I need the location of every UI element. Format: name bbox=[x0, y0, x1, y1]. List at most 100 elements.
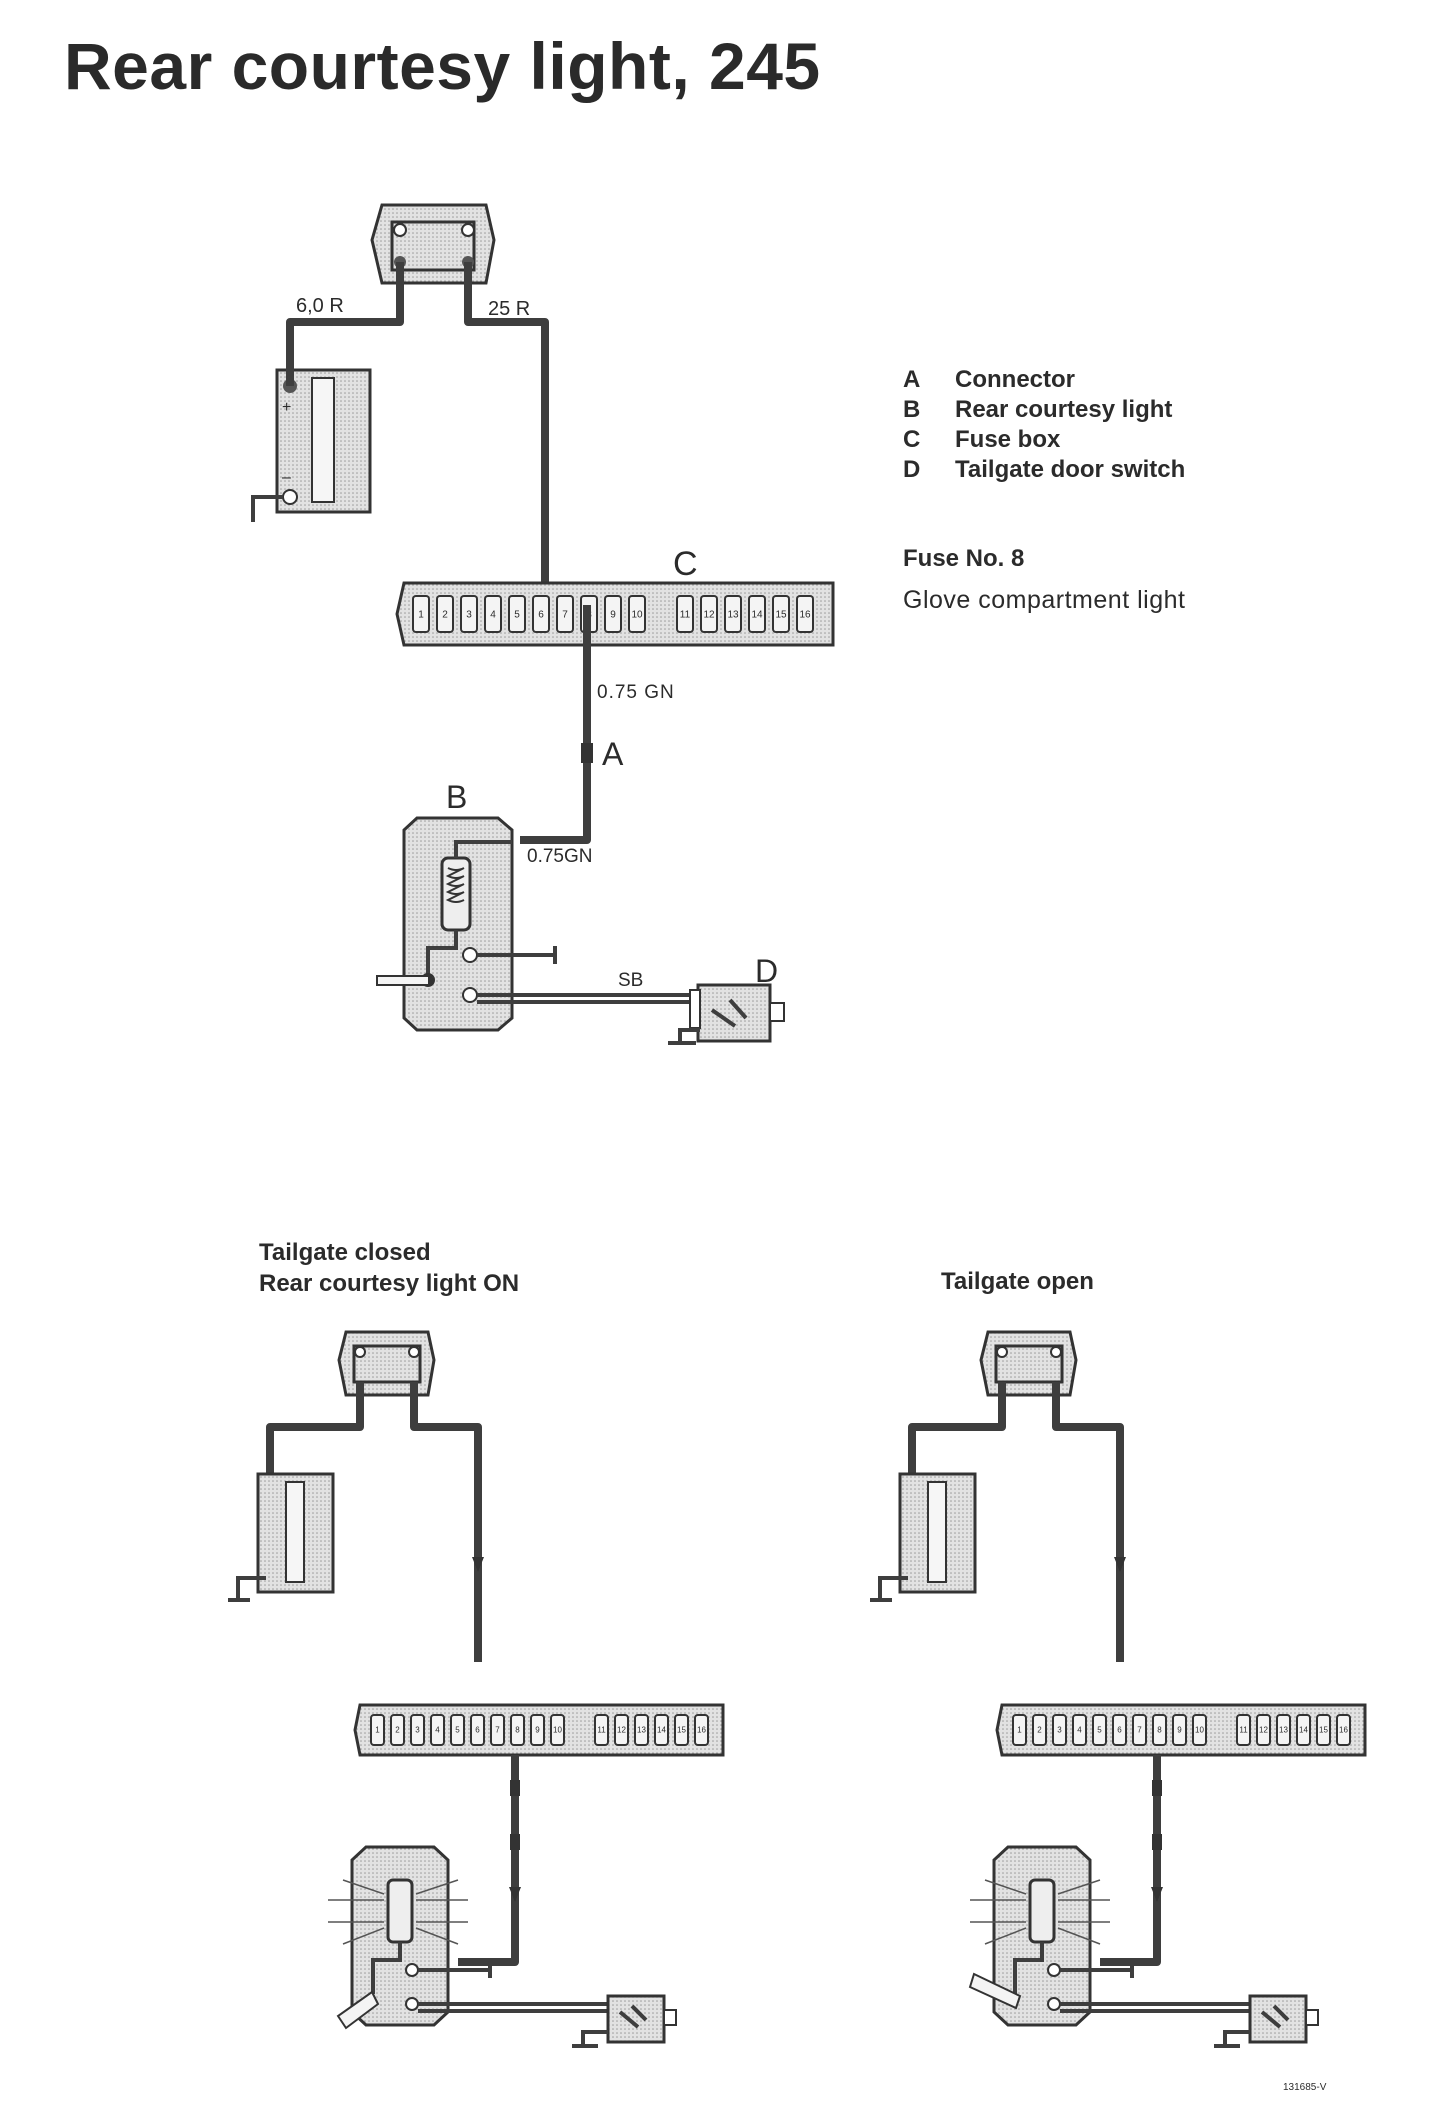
fuse-slot bbox=[614, 1714, 629, 1746]
fuse-slot bbox=[724, 595, 742, 633]
fuse-slot bbox=[508, 595, 526, 633]
fuse-slot bbox=[1172, 1714, 1187, 1746]
battery: + – bbox=[251, 368, 372, 522]
fuse-slot bbox=[550, 1714, 565, 1746]
fuse-number-label: 8 bbox=[515, 1726, 520, 1735]
fuse-number-label: 10 bbox=[1195, 1726, 1204, 1735]
fuse-slot bbox=[700, 595, 718, 633]
fuse-number-label: 9 bbox=[535, 1726, 540, 1735]
caption-tailgate-open: Tailgate open bbox=[941, 1268, 1094, 1295]
fuse-number-label: 13 bbox=[637, 1726, 646, 1735]
fuse-number-label: 12 bbox=[617, 1726, 626, 1735]
fuse-slot bbox=[1152, 1714, 1167, 1746]
fuse-slot bbox=[694, 1714, 709, 1746]
fuse-number-label: 1 bbox=[1017, 1726, 1022, 1735]
fuse-number-label: 16 bbox=[1339, 1726, 1348, 1735]
fuse-slot bbox=[1032, 1714, 1047, 1746]
fuse-number-label: 2 bbox=[1037, 1726, 1042, 1735]
fuse-number-label: 9 bbox=[1177, 1726, 1182, 1735]
legend-label: Connector bbox=[955, 366, 1075, 393]
fuse-slot bbox=[1256, 1714, 1271, 1746]
fuse-slot bbox=[674, 1714, 689, 1746]
legend-item-a: A Connector bbox=[903, 366, 1185, 396]
fuse-slot bbox=[1236, 1714, 1251, 1746]
fuse-circuit: Glove compartment light bbox=[903, 586, 1186, 614]
wire-battery-feed bbox=[286, 262, 404, 386]
courtesy-light: B bbox=[376, 779, 557, 1032]
fuse-slot bbox=[1052, 1714, 1067, 1746]
battery-minus-label: – bbox=[282, 469, 291, 486]
fuse-number-label: 4 bbox=[490, 609, 496, 620]
fuse-number-label: 11 bbox=[1239, 1726, 1248, 1735]
page-title: Rear courtesy light, 245 bbox=[64, 29, 821, 103]
fuse-slot bbox=[370, 1714, 385, 1746]
wire-label-battery: 6,0 R bbox=[296, 295, 344, 317]
battery-plus-label: + bbox=[282, 399, 291, 416]
fuse-slot bbox=[1132, 1714, 1147, 1746]
fuse-slot bbox=[412, 595, 430, 633]
fuse-number-label: 3 bbox=[1057, 1726, 1062, 1735]
distribution-connector bbox=[370, 203, 496, 285]
fuse-number-label: 10 bbox=[553, 1726, 562, 1735]
fuse-number-label: 7 bbox=[495, 1726, 500, 1735]
label-fusebox: C bbox=[673, 545, 698, 583]
fuse-number-label: 14 bbox=[657, 1726, 666, 1735]
fuse-number-label: 5 bbox=[514, 609, 520, 620]
wire-fuse-to-connector bbox=[520, 605, 591, 844]
fuse-slot bbox=[604, 595, 622, 633]
fuse-number-label: 12 bbox=[703, 609, 715, 620]
fuse-slot bbox=[436, 595, 454, 633]
fuse-slot bbox=[1336, 1714, 1351, 1746]
fuse-slot bbox=[634, 1714, 649, 1746]
fuse-slot bbox=[1296, 1714, 1311, 1746]
fuse-number-label: 15 bbox=[677, 1726, 686, 1735]
fuse-slot bbox=[1276, 1714, 1291, 1746]
fuse-number-label: 6 bbox=[475, 1726, 480, 1735]
connector-a bbox=[581, 743, 593, 763]
caption-tailgate-closed: Tailgate closed Rear courtesy light ON bbox=[259, 1237, 519, 1299]
wire-label-fuse-connector: 0.75 GN bbox=[597, 682, 675, 703]
fuse-number-label: 13 bbox=[1279, 1726, 1288, 1735]
fuse-slot bbox=[390, 1714, 405, 1746]
fuse-slot bbox=[1112, 1714, 1127, 1746]
fuse-number-label: 14 bbox=[751, 609, 763, 620]
fuse-number-label: 15 bbox=[1319, 1726, 1328, 1735]
fuse-number-label: 1 bbox=[418, 609, 424, 620]
caption-closed-line1: Tailgate closed bbox=[259, 1239, 431, 1266]
legend-letter: C bbox=[903, 426, 921, 453]
fuse-number-label: 5 bbox=[1097, 1726, 1102, 1735]
fuse-slot bbox=[628, 595, 646, 633]
fuse-number-label: 2 bbox=[442, 609, 448, 620]
fuse-number-label: 15 bbox=[775, 609, 787, 620]
fuse-slot bbox=[796, 595, 814, 633]
fuse-number-label: 3 bbox=[466, 609, 472, 620]
fuse-slot bbox=[460, 595, 478, 633]
fuse-slot bbox=[530, 1714, 545, 1746]
fuse-slot bbox=[470, 1714, 485, 1746]
fuse-number-label: 11 bbox=[597, 1726, 606, 1735]
wire-label-fusebox: 25 R bbox=[488, 298, 530, 320]
fuse-slot bbox=[450, 1714, 465, 1746]
fuse-number: Fuse No. 8 bbox=[903, 545, 1025, 572]
tailgate-switch: SB D bbox=[477, 953, 785, 1045]
fuse-slot bbox=[772, 595, 790, 633]
legend-label: Rear courtesy light bbox=[955, 396, 1173, 423]
label-connector: A bbox=[602, 736, 624, 772]
fuse-slot bbox=[1092, 1714, 1107, 1746]
fuse-slot bbox=[1192, 1714, 1207, 1746]
legend-letter: A bbox=[903, 366, 921, 393]
fuse-slot bbox=[430, 1714, 445, 1746]
fuse-number-label: 3 bbox=[415, 1726, 420, 1735]
fuse-number-label: 4 bbox=[435, 1726, 440, 1735]
fuse-slot bbox=[654, 1714, 669, 1746]
wire-label-connector-light: 0.75GN bbox=[527, 846, 592, 867]
